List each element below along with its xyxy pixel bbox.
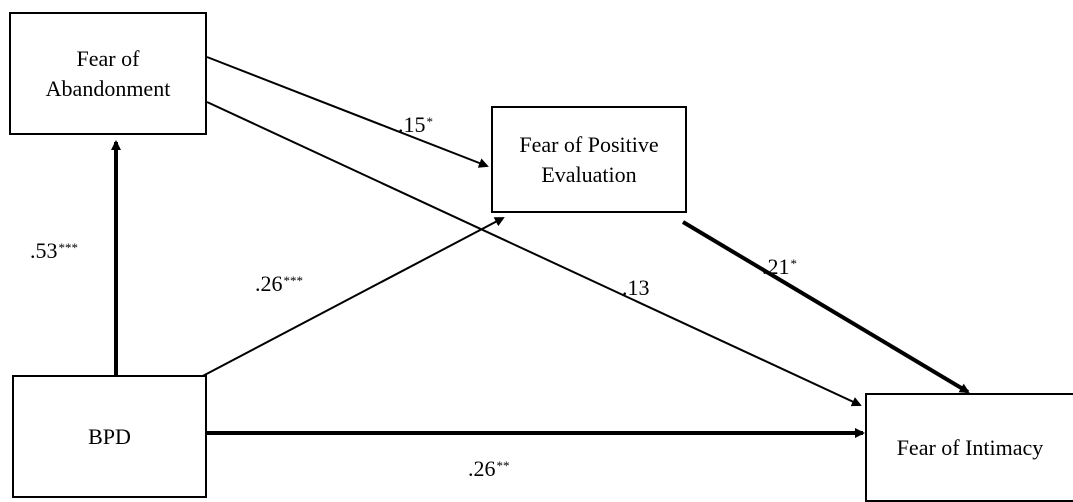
node-bpd: BPD — [12, 375, 207, 498]
coef-abandonment-to-intimacy: .13 — [622, 276, 651, 300]
node-fear-of-abandonment: Fear of Abandonment — [9, 12, 207, 135]
coef-value: .26 — [255, 271, 283, 296]
coef-value: .13 — [622, 275, 650, 300]
coef-bpd-to-abandonment: .53*** — [30, 239, 78, 263]
significance-stars: *** — [283, 273, 304, 288]
coef-positive-to-intimacy: .21* — [762, 255, 797, 279]
arrow-abandonment-to-positive — [206, 56, 489, 168]
significance-stars: * — [790, 256, 798, 271]
significance-stars: * — [426, 114, 434, 129]
node-label: Fear of Positive Evaluation — [519, 131, 659, 187]
significance-stars: *** — [58, 240, 79, 255]
coef-value: .15 — [398, 112, 426, 137]
coef-abandonment-to-positive: .15* — [398, 113, 433, 137]
node-label: Fear of Intimacy — [896, 434, 1044, 460]
coef-bpd-to-intimacy: .26** — [468, 457, 510, 481]
significance-stars: ** — [496, 458, 510, 473]
node-fear-of-positive-evaluation: Fear of Positive Evaluation — [491, 106, 687, 213]
arrow-positive-to-intimacy — [681, 220, 970, 394]
node-fear-of-intimacy: Fear of Intimacy — [865, 393, 1073, 502]
arrow-abandonment-to-intimacy — [206, 101, 862, 407]
node-label: Fear of Abandonment — [45, 45, 171, 101]
arrow-bpd-to-positive — [196, 217, 505, 380]
coef-bpd-to-positive: .26*** — [255, 272, 303, 296]
node-label: BPD — [88, 423, 131, 449]
coef-value: .26 — [468, 456, 496, 481]
coef-value: .53 — [30, 238, 58, 263]
coef-value: .21 — [762, 254, 790, 279]
